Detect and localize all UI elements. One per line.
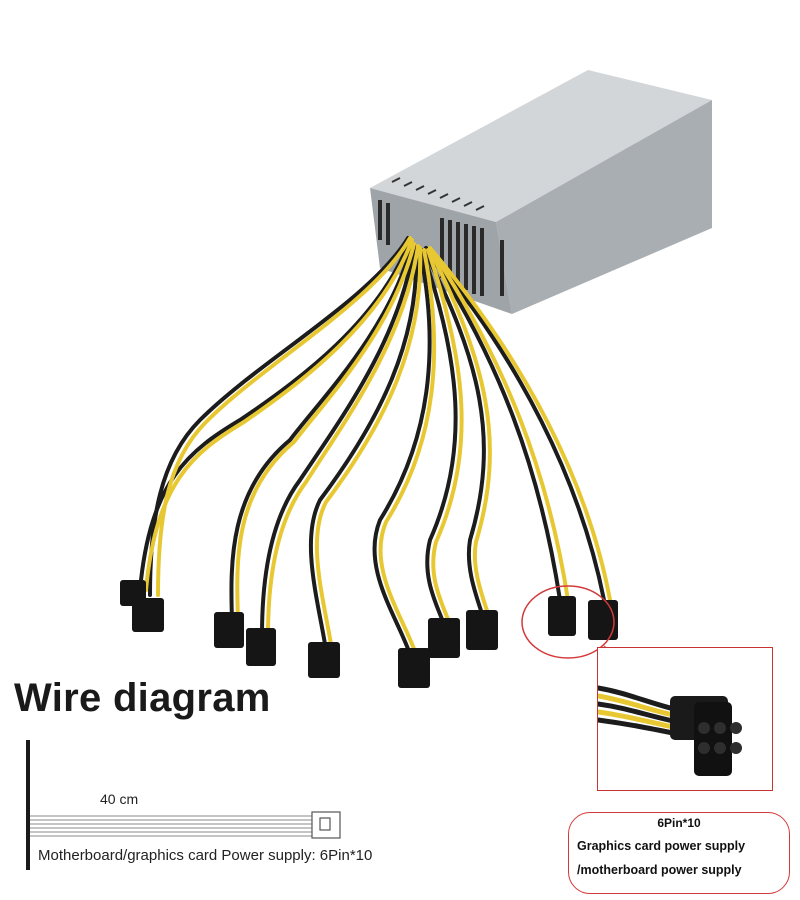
wire-caption: Motherboard/graphics card Power supply: … — [38, 847, 373, 864]
spec-line-1: Graphics card power supply — [577, 839, 746, 853]
page-title: Wire diagram — [14, 676, 271, 720]
connector-spec-box: 6Pin*10 Graphics card power supply /moth… — [568, 812, 790, 894]
diagram-plug-bar — [26, 740, 30, 870]
six-pin-connectors — [120, 580, 618, 688]
spec-line-2: /motherboard power supply — [577, 863, 742, 877]
spec-title: 6Pin*10 — [657, 816, 701, 830]
diagram-cable-lines — [30, 815, 312, 837]
cable-bundle — [138, 236, 612, 662]
psu-unit — [370, 70, 712, 314]
connector-highlight-circle — [521, 585, 615, 659]
diagram-connector-icon — [311, 811, 341, 839]
cable-length-label: 40 cm — [100, 791, 139, 807]
zoomed-6pin-connector — [598, 685, 742, 776]
connector-zoom-inset — [597, 647, 773, 791]
